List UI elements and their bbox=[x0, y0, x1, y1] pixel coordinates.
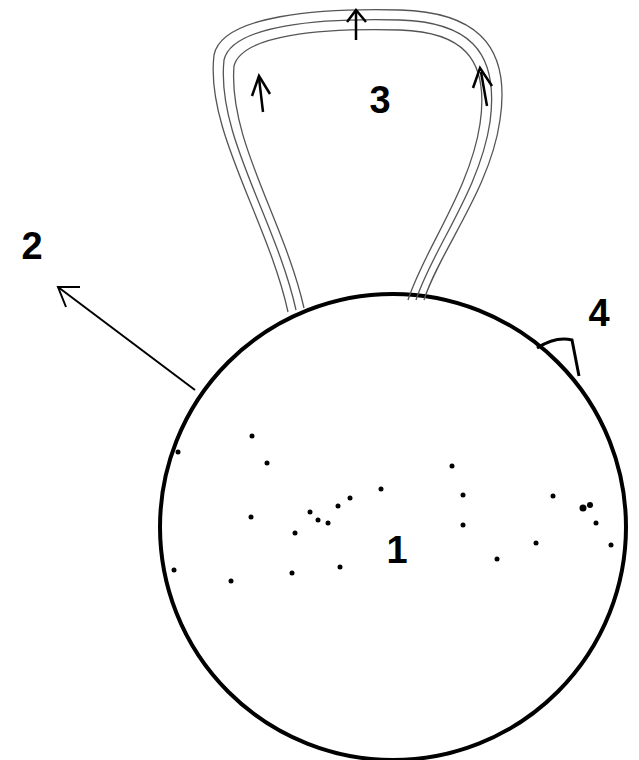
callout-number: 3 bbox=[369, 81, 390, 119]
pointer-arrow bbox=[58, 287, 195, 390]
cell-body bbox=[160, 294, 626, 760]
flagellum-loop bbox=[213, 10, 502, 312]
callout-number: 1 bbox=[386, 531, 407, 569]
granules bbox=[172, 434, 614, 584]
surface-bump bbox=[537, 339, 579, 376]
callout-number: 2 bbox=[21, 227, 42, 265]
callout-number: 4 bbox=[588, 294, 609, 332]
